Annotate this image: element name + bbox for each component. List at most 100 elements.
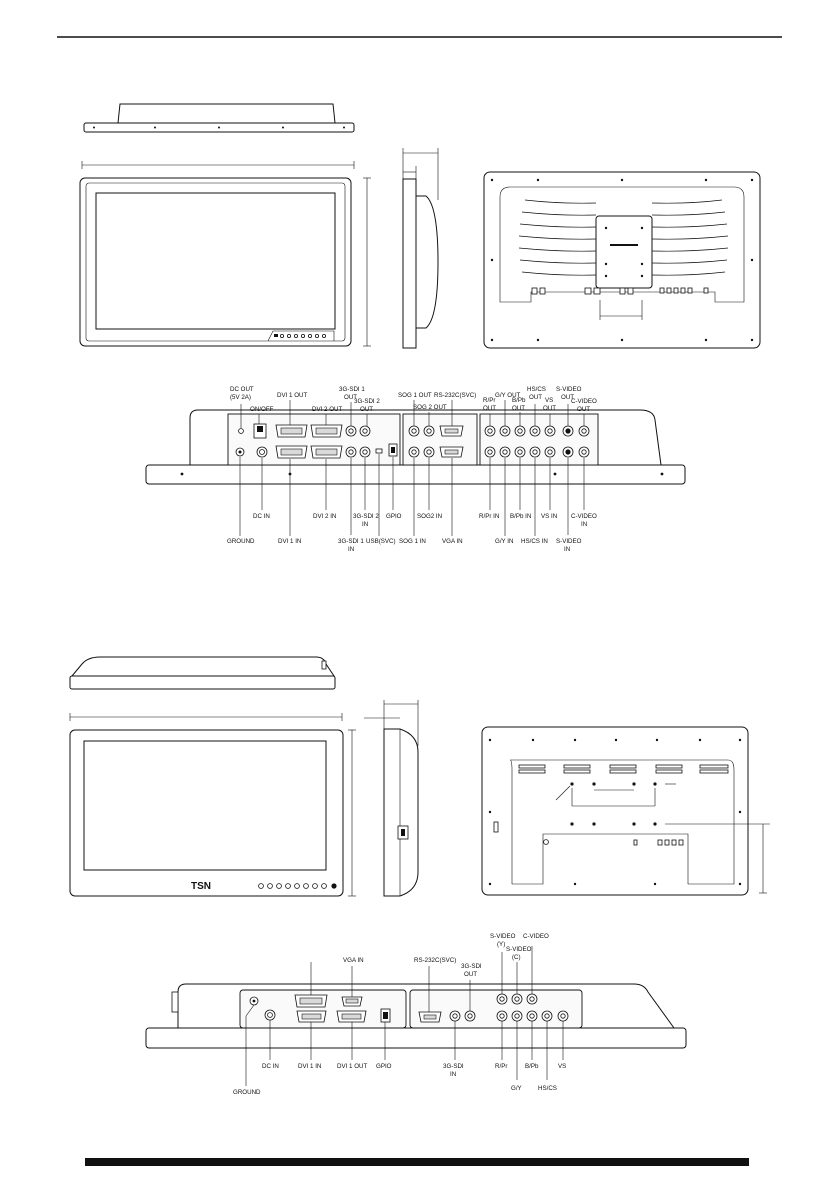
model-a-hscs-out-port[interactable] — [529, 425, 541, 437]
model-a-bpb-in-port[interactable] — [514, 446, 526, 458]
bottom-bar — [85, 1158, 749, 1166]
label-vs-out-l2: OUT — [543, 405, 556, 412]
model-a-side-view — [402, 148, 439, 349]
model-b-bottom-labels: GROUND DC IN DVI 1 IN DVI 1 OUT GPIO 3G-… — [233, 1063, 566, 1096]
label-hscs-in: HS/CS IN — [521, 538, 548, 545]
label-bpb-out-l2: OUT — [512, 405, 525, 412]
model-a-rpr-out-port[interactable] — [484, 425, 496, 437]
model-a-cvideo-in-port[interactable] — [578, 446, 590, 458]
model-a-sog1-in-port[interactable] — [408, 446, 420, 458]
model-b-leader-lines — [245, 946, 564, 1086]
model-a-rear-view — [483, 171, 761, 349]
label-b-rpr: R/Pr — [495, 1063, 507, 1070]
label-b-vs: VS — [558, 1063, 566, 1070]
model-b-rear-view — [481, 726, 770, 896]
label-sdi1-in-l2: IN — [348, 546, 354, 553]
label-b-svideo-c-l1: S-VIDEO — [506, 946, 532, 953]
model-b-sdi-out-port[interactable] — [464, 1010, 476, 1022]
label-sog2-in: SOG2 IN — [417, 513, 442, 520]
model-a-gpio-port[interactable] — [388, 443, 398, 457]
model-a-dvi2-in-port[interactable] — [310, 445, 343, 459]
model-a-dvi2-out-port[interactable] — [310, 424, 343, 438]
model-a-svideo-in-port[interactable] — [562, 446, 574, 458]
label-b-rs232: RS-232C(SVC) — [414, 957, 456, 964]
model-a-gy-out-port[interactable] — [499, 425, 511, 437]
model-a-vs-in-port[interactable] — [544, 446, 556, 458]
model-a-bpb-out-port[interactable] — [514, 425, 526, 437]
label-sdi1-out-l2: OUT — [344, 394, 357, 401]
model-a-rpr-in-port[interactable] — [484, 446, 496, 458]
model-a-front-buttons[interactable] — [279, 333, 326, 338]
model-b-dvi1-in-port[interactable] — [296, 1010, 327, 1023]
model-a-gy-in-port[interactable] — [499, 446, 511, 458]
model-a-sdi1-out-port[interactable] — [345, 425, 357, 437]
model-a-sdi2-in-port[interactable] — [359, 446, 371, 458]
model-b-bpb-port[interactable] — [526, 1010, 538, 1022]
label-b-cvideo: C-VIDEO — [523, 933, 549, 940]
model-b-vga-in-port[interactable] — [341, 996, 363, 1007]
model-b-top-labels: VGA IN RS-232C(SVC) 3G-SDI OUT S-VIDEO (… — [343, 933, 549, 978]
model-b-height-dimension — [348, 729, 356, 897]
model-b-gy-port[interactable] — [511, 1010, 523, 1022]
label-dvi1-in: DVI 1 IN — [278, 538, 301, 545]
model-b-dvi1-in-port-upper[interactable] — [294, 994, 328, 1008]
model-b-svideo-y-port[interactable] — [496, 993, 508, 1005]
model-a-dvi1-out-port[interactable] — [275, 424, 308, 438]
model-a-top-labels: DC OUT (5V 2A) ON/OFF DVI 1 OUT DVI 2 OU… — [230, 386, 597, 413]
model-a-sog2-in-port[interactable] — [423, 446, 435, 458]
label-dc-out: DC OUT — [230, 386, 254, 393]
model-a-sdi2-out-port[interactable] — [359, 425, 371, 437]
model-b-sdi-in-port[interactable] — [449, 1010, 461, 1022]
label-b-sdi-out-l1: 3G-SDI — [461, 963, 482, 970]
model-b-top-view — [69, 656, 336, 690]
model-b-ground-terminal[interactable] — [249, 996, 259, 1006]
label-bpb-in: B/Pb IN — [510, 513, 531, 520]
model-b-dvi1-out-port[interactable] — [336, 1010, 367, 1023]
model-a-usb-port[interactable] — [375, 448, 383, 454]
label-b-hscs: HS/CS — [538, 1085, 557, 1092]
label-sdi2-in-l1: 3G-SDI 2 — [353, 513, 379, 520]
model-b-hscs-port[interactable] — [541, 1010, 553, 1022]
model-a-dc-out-port[interactable] — [238, 428, 244, 434]
label-svideo-out-l2: OUT — [561, 394, 574, 401]
model-a-front-view — [79, 177, 352, 347]
model-a-ground-terminal[interactable] — [235, 447, 245, 457]
label-b-sdi-in-l1: 3G-SDI — [443, 1063, 464, 1070]
model-a-cvideo-out-port[interactable] — [578, 425, 590, 437]
model-b-connector-panel — [145, 983, 687, 1049]
model-b-cvideo-port[interactable] — [526, 993, 538, 1005]
model-a-height-dimension — [363, 177, 371, 347]
label-b-dc-in: DC IN — [262, 1063, 279, 1070]
label-vs-out-l1: VS — [545, 397, 553, 404]
model-a-sog1-out-port[interactable] — [408, 425, 420, 437]
model-b-dc-in-port[interactable] — [264, 1009, 276, 1021]
model-b-front-view: TSN — [69, 729, 344, 897]
model-b-vs-port[interactable] — [557, 1010, 569, 1022]
model-a-vga-in-port[interactable] — [439, 446, 464, 458]
model-a-dc-in-port[interactable] — [256, 446, 268, 458]
label-usb: USB(SVC) — [366, 538, 396, 545]
label-sog2-out: SOG 2 OUT — [413, 404, 447, 411]
model-a-rs232-port[interactable] — [439, 425, 464, 437]
label-vga-in: VGA IN — [442, 538, 463, 545]
label-svideo-in-l1: S-VIDEO — [556, 538, 582, 545]
label-sdi2-out-l1: 3G-SDI 2 — [354, 398, 380, 405]
model-b-rpr-port[interactable] — [496, 1010, 508, 1022]
model-a-sog2-out-port[interactable] — [423, 425, 435, 437]
label-dc-out-spec: (5V 2A) — [230, 394, 251, 401]
label-b-svideo-y-l2: (Y) — [497, 941, 505, 948]
model-a-dvi1-in-port[interactable] — [275, 445, 308, 459]
model-b-rs232-port[interactable] — [418, 1011, 442, 1023]
model-a-svideo-out-port[interactable] — [562, 425, 574, 437]
label-hscs-out-l2: OUT — [529, 394, 542, 401]
model-b-front-buttons[interactable] — [258, 883, 327, 889]
model-b-power-indicator — [331, 883, 337, 889]
model-a-hscs-in-port[interactable] — [529, 446, 541, 458]
model-a-sdi1-in-port[interactable] — [345, 446, 357, 458]
model-a-power-switch[interactable] — [253, 423, 267, 439]
model-b-svideo-c-port[interactable] — [511, 993, 523, 1005]
model-b-gpio-port[interactable] — [380, 1008, 391, 1023]
label-b-sdi-out-l2: OUT — [464, 971, 477, 978]
model-a-vs-out-port[interactable] — [544, 425, 556, 437]
label-vs-in: VS IN — [541, 513, 557, 520]
